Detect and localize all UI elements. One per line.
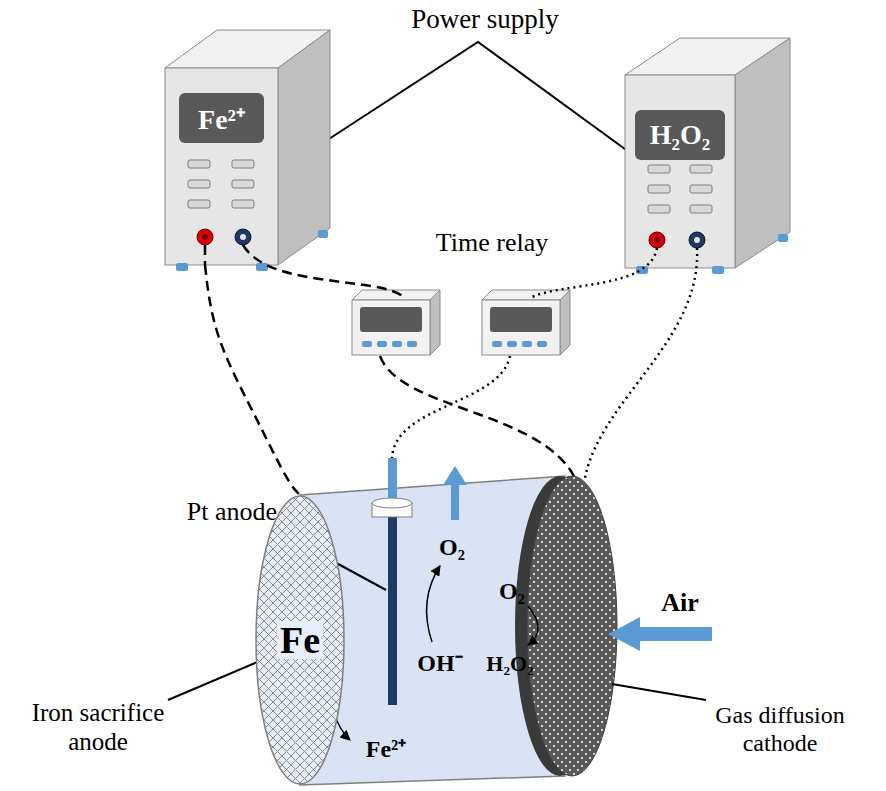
supply-front (165, 68, 278, 265)
part-label: Power supply (411, 4, 559, 35)
supply-foot (712, 266, 724, 274)
terminal (654, 237, 660, 243)
reaction-arrow (324, 566, 538, 740)
part-label: Gas diffusion cathode (685, 702, 875, 757)
gas-out-arrow (443, 466, 467, 520)
supply-side (735, 38, 790, 268)
terminal (202, 234, 208, 240)
time-relay (352, 290, 440, 355)
iron-mesh (256, 496, 344, 784)
power-supply-panel: Fe²⁺ (165, 68, 278, 265)
display-screen: Fe²⁺ (179, 93, 264, 143)
power-supply-panel: H₂O₂ (625, 75, 735, 268)
gas-diffusion-cathode (527, 476, 617, 776)
terminal (689, 232, 705, 248)
air-arrow (608, 617, 712, 651)
leader-line (312, 42, 640, 160)
terminal (235, 229, 251, 245)
supply-foot (176, 263, 188, 271)
time-relay (482, 290, 570, 355)
anode-cap (372, 498, 412, 508)
power-supply (625, 38, 790, 274)
supply-foot (636, 266, 648, 274)
anode-tube (388, 458, 397, 502)
terminal (197, 229, 213, 245)
wire (205, 245, 697, 478)
part-label: H₂O₂ (486, 651, 533, 676)
leader-line (168, 528, 706, 700)
part-label: Air (661, 588, 699, 618)
terminal (240, 234, 246, 240)
terminal (694, 237, 700, 243)
supply-foot (318, 230, 328, 238)
supply-buttons (188, 160, 254, 208)
wire-connector (205, 265, 300, 495)
part-label: O₂ (439, 534, 465, 562)
supply-foot (256, 263, 268, 271)
power-supply (165, 30, 330, 271)
supply-foot (778, 234, 788, 242)
part-label: Fe²⁺ (366, 736, 407, 764)
part-label: Iron sacrifice anode (13, 699, 183, 757)
supply-side (278, 30, 330, 265)
supply-buttons (648, 165, 712, 213)
display-text: Fe²⁺ (198, 99, 245, 137)
part-label: O₂ (499, 578, 525, 606)
part-label: Time relay (436, 228, 548, 258)
part-label: OH⁻ (417, 650, 462, 678)
display-text: H₂O₂ (650, 119, 710, 151)
display-screen: H₂O₂ (635, 110, 725, 160)
electrode-label: Fe (277, 621, 323, 659)
supply-front (625, 75, 735, 268)
part-label: Pt anode (187, 497, 277, 527)
terminal (649, 232, 665, 248)
iron-anode: Fe (255, 495, 345, 785)
pt-anode (388, 515, 397, 705)
